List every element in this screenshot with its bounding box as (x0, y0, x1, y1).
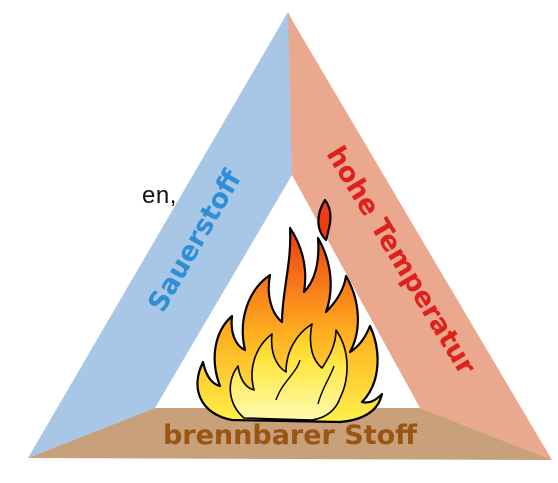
fire-icon (196, 198, 384, 424)
fuel-side-band (28, 408, 552, 460)
fuel-label: brennbarer Stoff (163, 420, 418, 451)
cut-off-text-fragment: en, (142, 182, 177, 209)
oxygen-side-band (28, 12, 292, 458)
temperature-side-band (288, 12, 552, 460)
